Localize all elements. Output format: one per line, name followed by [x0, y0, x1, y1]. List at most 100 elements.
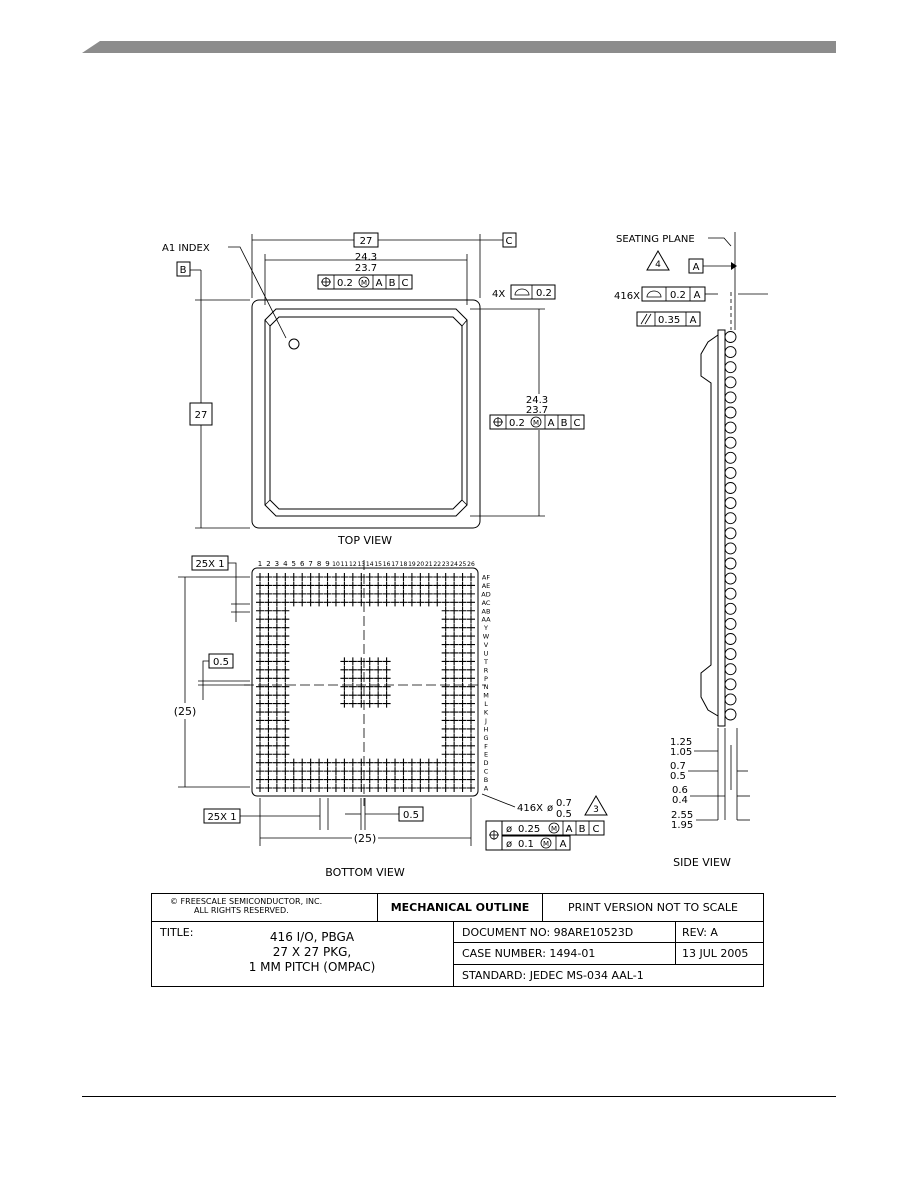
- document-no: DOCUMENT NO: 98ARE10523D: [462, 926, 634, 939]
- solder-ball: [281, 640, 290, 649]
- solder-ball: [382, 573, 391, 581]
- side-solder-ball: [724, 451, 737, 464]
- dim2-min: 0.5: [670, 771, 686, 782]
- dim4-max: 2.55: [671, 810, 693, 821]
- solder-ball: [272, 775, 281, 784]
- row-label: F: [484, 742, 488, 750]
- height-basic: 27: [195, 410, 208, 421]
- solder-ball: [323, 589, 332, 598]
- solder-ball: [458, 581, 467, 590]
- solder-ball: [416, 581, 425, 590]
- side-solder-ball: [724, 527, 737, 540]
- solder-ball: [289, 758, 298, 767]
- solder-ball: [441, 648, 450, 657]
- solder-ball: [441, 741, 450, 750]
- row-label: M: [483, 692, 489, 700]
- column-label: 26: [467, 561, 475, 568]
- solder-ball: [458, 589, 467, 598]
- solder-ball: [281, 573, 290, 581]
- column-label: 18: [400, 561, 408, 568]
- solder-ball: [450, 648, 459, 657]
- solder-ball: [467, 724, 475, 733]
- side-solder-ball: [724, 708, 737, 721]
- solder-ball: [281, 657, 290, 666]
- solder-ball: [365, 691, 374, 700]
- solder-ball: [264, 623, 273, 632]
- inner-width-min: 23.7: [355, 263, 377, 274]
- solder-ball: [458, 573, 467, 581]
- solder-ball: [348, 589, 357, 598]
- pitch-cols: 25X 1: [207, 812, 236, 823]
- side-solder-ball: [724, 693, 737, 706]
- inner-height-max: 24.3: [526, 395, 548, 406]
- solder-ball: [272, 784, 281, 792]
- standard: STANDARD: JEDEC MS-034 AAL-1: [462, 969, 644, 982]
- row-label: V: [484, 641, 489, 649]
- ref-b-right: B: [561, 418, 568, 429]
- row-label: W: [483, 633, 490, 641]
- solder-ball: [441, 615, 450, 624]
- row-label: AA: [481, 616, 491, 624]
- solder-ball: [458, 623, 467, 632]
- solder-ball: [281, 758, 290, 767]
- row-label: B: [484, 776, 488, 784]
- row-label: D: [483, 759, 488, 767]
- tol-position-top: 0.2: [337, 278, 353, 289]
- side-solder-ball: [724, 391, 737, 404]
- solder-ball: [399, 767, 408, 776]
- solder-ball: [256, 741, 264, 750]
- solder-ball: [382, 691, 391, 700]
- solder-ball: [450, 733, 459, 742]
- solder-ball: [467, 716, 475, 725]
- solder-ball: [467, 623, 475, 632]
- solder-ball: [306, 589, 315, 598]
- side-view: SEATING PLANE 4 A 416X 0.2 A 0.35 A: [614, 232, 768, 869]
- title-block: © FREESCALE SEMICONDUCTOR, INC. ALL RIGH…: [151, 893, 764, 987]
- solder-ball: [441, 632, 450, 641]
- solder-ball: [450, 581, 459, 590]
- solder-ball: [467, 598, 475, 607]
- solder-ball: [391, 775, 400, 784]
- solder-ball: [365, 674, 374, 683]
- solder-ball: [458, 632, 467, 641]
- solder-ball: [467, 699, 475, 708]
- column-label: 24: [450, 561, 458, 568]
- solder-ball: [450, 657, 459, 666]
- row-label: E: [484, 751, 488, 759]
- solder-ball: [365, 758, 374, 767]
- side-solder-ball: [724, 346, 737, 359]
- solder-ball: [264, 741, 273, 750]
- solder-ball: [365, 682, 374, 691]
- solder-ball: [264, 699, 273, 708]
- solder-ball: [467, 674, 475, 683]
- solder-ball: [331, 589, 340, 598]
- solder-ball: [424, 598, 433, 607]
- ref-c-bottom: C: [593, 824, 600, 835]
- solder-ball: [458, 758, 467, 767]
- solder-ball: [433, 598, 442, 607]
- solder-ball: [450, 708, 459, 717]
- row-label: AF: [482, 574, 490, 582]
- solder-ball: [450, 573, 459, 581]
- solder-ball: [264, 589, 273, 598]
- solder-ball: [348, 775, 357, 784]
- solder-ball: [298, 589, 307, 598]
- solder-ball: [272, 665, 281, 674]
- solder-ball: [450, 589, 459, 598]
- solder-ball: [441, 598, 450, 607]
- side-solder-ball: [724, 421, 737, 434]
- solder-ball: [348, 657, 357, 666]
- row-label: L: [484, 700, 488, 708]
- mold-cap-profile: [700, 334, 719, 717]
- solder-ball: [391, 767, 400, 776]
- solder-ball: [272, 573, 281, 581]
- solder-ball: [458, 615, 467, 624]
- column-label: 21: [425, 561, 433, 568]
- copyright-line1: © FREESCALE SEMICONDUCTOR, INC.: [170, 897, 323, 906]
- solder-ball: [272, 716, 281, 725]
- solder-ball: [407, 775, 416, 784]
- solder-ball: [256, 682, 264, 691]
- column-label: 3: [275, 560, 279, 568]
- solder-ball: [289, 784, 298, 792]
- copyright-cell: © FREESCALE SEMICONDUCTOR, INC. ALL RIGH…: [152, 894, 378, 922]
